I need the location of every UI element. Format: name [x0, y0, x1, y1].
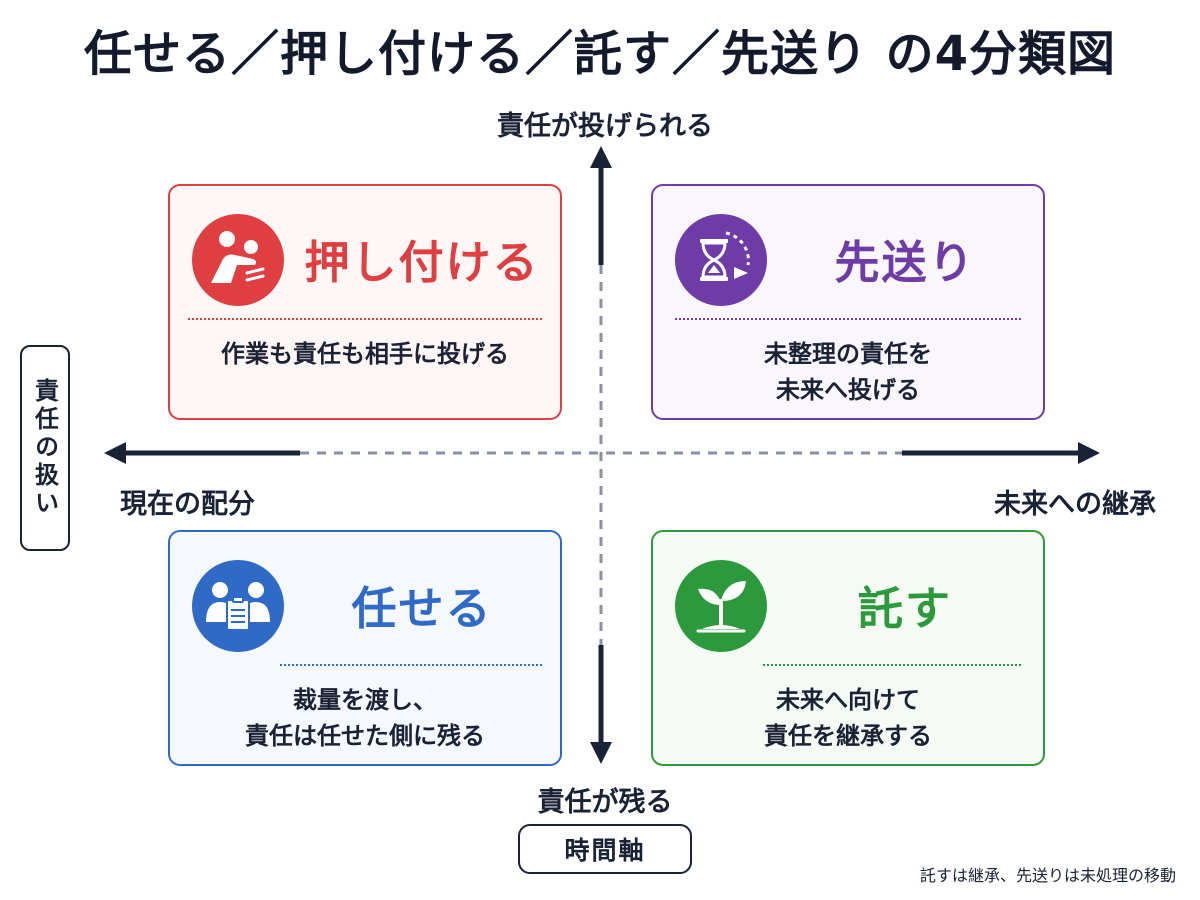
time-axis-box: 時間軸	[518, 824, 692, 874]
hourglass-icon	[675, 214, 767, 306]
divider	[188, 318, 542, 320]
card-title: 任せる	[351, 582, 493, 635]
card-description: 未整理の責任を 未来へ投げる	[764, 340, 932, 404]
sprout-icon	[675, 560, 767, 652]
card-title: 押し付ける	[304, 236, 540, 289]
axis-label-top: 責任が投げられる	[497, 111, 713, 142]
quadrant-card-postpone: 先送り 未整理の責任を 未来へ投げる	[651, 184, 1045, 420]
axis-label-right: 未来への継承	[994, 489, 1156, 520]
page-title: 任せる／押し付ける／託す／先送り の4分類図	[83, 26, 1117, 82]
quadrant-card-hand-over: 託す 未来へ向けて 責任を継承する	[651, 530, 1045, 766]
vertical-axis-box: 責任の扱い	[20, 345, 70, 551]
quadrant-card-push: 押し付ける 作業も責任も相手に投げる	[168, 184, 562, 420]
axis-label-bottom: 責任が残る	[537, 787, 673, 818]
divider	[675, 318, 1021, 320]
card-description: 未来へ向けて 責任を継承する	[764, 686, 932, 750]
card-description: 裁量を渡し、 責任は任せた側に残る	[245, 686, 485, 750]
card-title: 託す	[857, 582, 952, 635]
card-description: 作業も責任も相手に投げる	[221, 340, 509, 368]
quadrant-card-entrust: 任せる 裁量を渡し、 責任は任せた側に残る	[168, 530, 562, 766]
footnote: 託すは継承、先送りは未処理の移動	[919, 866, 1176, 885]
push-hand-icon	[192, 214, 284, 306]
divider	[280, 664, 542, 666]
card-title: 先送り	[834, 236, 976, 289]
axis-label-left: 現在の配分	[120, 489, 255, 520]
divider	[763, 664, 1021, 666]
people-clipboard-icon	[192, 560, 284, 652]
